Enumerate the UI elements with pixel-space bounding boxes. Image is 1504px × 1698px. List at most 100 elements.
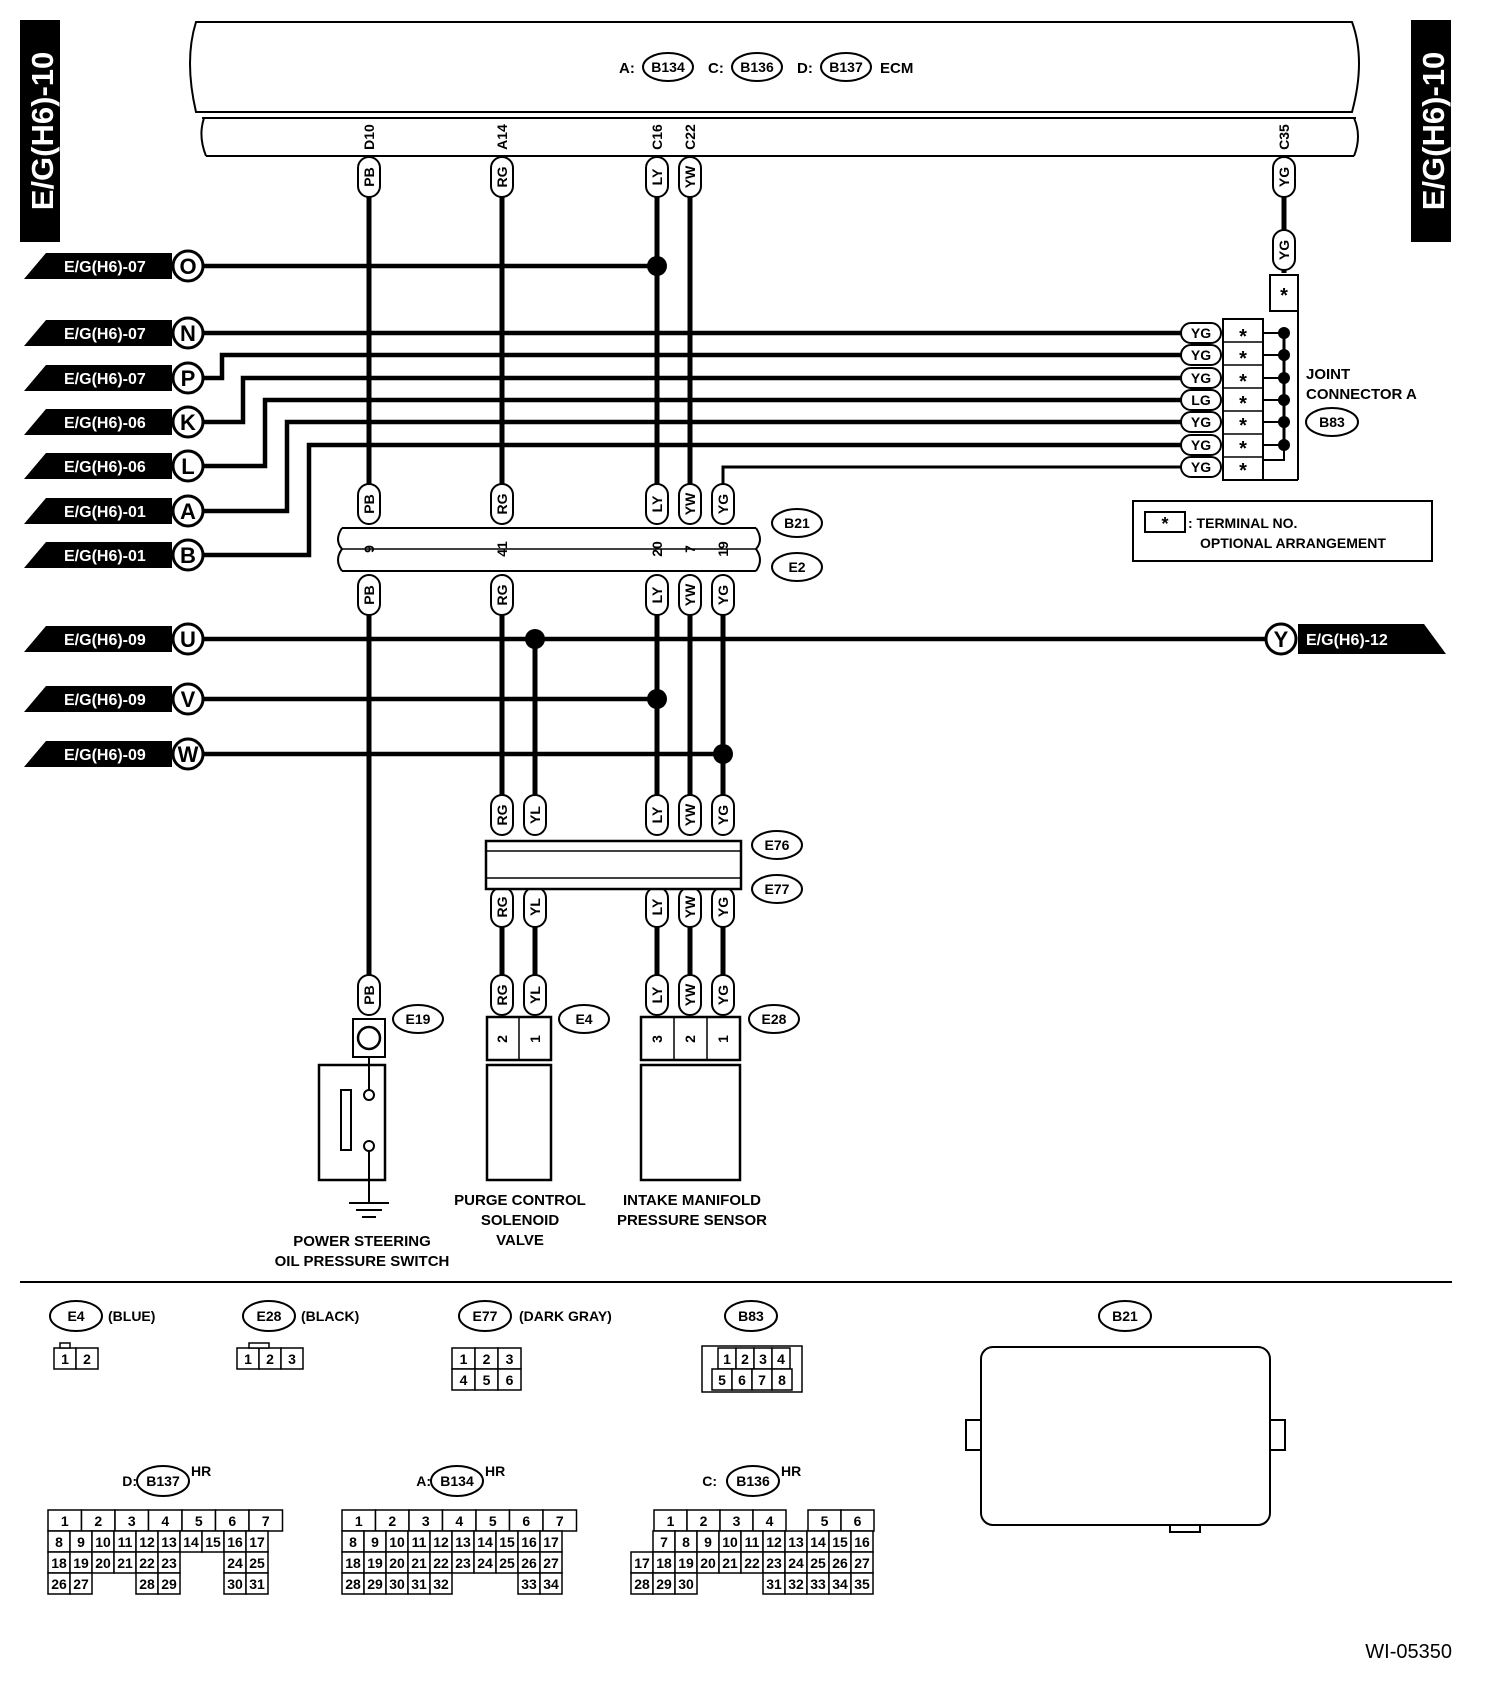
legend-line2: OPTIONAL ARRANGEMENT — [1200, 535, 1386, 551]
e2-lower-tag-2: LY — [645, 574, 669, 616]
cview-b136-rows-pin-20: 20 — [700, 1555, 716, 1571]
cview-b137-rows-pin-13: 13 — [161, 1534, 177, 1550]
cview-b137-rows-pin-23: 23 — [161, 1555, 177, 1571]
e19-wire-tag-label: PB — [361, 985, 377, 1004]
joint-star-3: * — [1239, 393, 1247, 415]
cview-b136-pin-3: 3 — [733, 1513, 741, 1529]
cview-b136-rows-pin-25: 25 — [810, 1555, 826, 1571]
cview-b136-rows-pin-7: 7 — [660, 1534, 668, 1550]
cview-b137-rows-pin-21: 21 — [117, 1555, 133, 1571]
offpage-ref-n: E/G(H6)-07 — [64, 326, 146, 343]
cview-b137-r0-pin-2: 2 — [94, 1513, 102, 1529]
joint-wire-tag-3-label: LG — [1191, 392, 1211, 408]
cview-e28-pin-1: 1 — [244, 1351, 252, 1367]
joint-wire-tag-1-label: YG — [1191, 347, 1211, 363]
horizontal-wires — [203, 263, 1266, 757]
ecm-label: ECM — [880, 60, 913, 77]
cview-b137-rows-pin-15: 15 — [205, 1534, 221, 1550]
ecm-wire-tag-c35-label: YG — [1276, 167, 1292, 187]
ecm-wire-tag-a14-label: RG — [494, 166, 510, 187]
cview-e77-id: E77 — [473, 1308, 498, 1324]
cview-b136-rows-cell-2-10 — [850, 1572, 874, 1595]
cview-b136-rows-pin-15: 15 — [832, 1534, 848, 1550]
cview-b136-rows-pin-18: 18 — [656, 1555, 672, 1571]
offpage-letter-w: W — [178, 742, 199, 767]
cview-b21-id: B21 — [1112, 1308, 1138, 1324]
cview-e28-pin-2: 2 — [266, 1351, 274, 1367]
cview-e4-id: E4 — [67, 1308, 84, 1324]
ps-switch-label-2: OIL PRESSURE SWITCH — [275, 1253, 450, 1270]
cview-b83-top-pin-3: 3 — [759, 1351, 767, 1367]
intake-manifold-pressure-sensor: E28 3 2 1 INTAKE MANIFOLD PRESSURE SENSO… — [617, 1004, 800, 1229]
cview-b136-rows-pin-19: 19 — [678, 1555, 694, 1571]
e2-lower-tag-1-label: RG — [494, 584, 510, 605]
e2-lower-tag-4: YG — [711, 574, 735, 616]
b21-housing — [965, 1346, 1286, 1533]
cview-b137-rows-pin-18: 18 — [51, 1555, 67, 1571]
ecm-wire-tag-c16: LY — [645, 156, 669, 198]
cview-b134-rows-pin-31: 31 — [411, 1576, 427, 1592]
figure-id: WI-05350 — [1365, 1641, 1452, 1663]
joint-wire-tag-0-label: YG — [1191, 325, 1211, 341]
e2-lower-tag-3-label: YW — [682, 583, 698, 606]
cview-e28-color: (BLACK) — [301, 1308, 359, 1324]
e19-wire-tag: PB — [357, 974, 381, 1016]
cview-b137-r0-pin-3: 3 — [128, 1513, 136, 1529]
b21-upper-tag-4: YG — [711, 483, 735, 525]
cview-b136-pin-2: 2 — [700, 1513, 708, 1529]
b21-upper-tag-0-label: PB — [361, 494, 377, 513]
map-pin-3: 3 — [649, 1035, 665, 1043]
e2-lower-tag-4-label: YG — [715, 585, 731, 605]
cview-b83-bot-cell-0-3 — [771, 1368, 793, 1391]
purge-label-3: VALVE — [496, 1232, 544, 1249]
offpage-ref-l: E/G(H6)-06 — [64, 459, 146, 476]
cview-b134-rows-pin-17: 17 — [543, 1534, 559, 1550]
cview-b134-rows-pin-10: 10 — [389, 1534, 405, 1550]
cview-b137-r0-pin-6: 6 — [228, 1513, 236, 1529]
cview-b137-id: B137 — [146, 1473, 180, 1489]
cview-b134-rows-pin-15: 15 — [499, 1534, 515, 1550]
cview-b137-rows-pin-30: 30 — [227, 1576, 243, 1592]
offpage-ref-o: E/G(H6)-07 — [64, 259, 146, 276]
cview-b137-rows-pin-25: 25 — [249, 1555, 265, 1571]
ecm-pin-d10: D10 — [361, 124, 377, 150]
cview-b137-rows-pin-20: 20 — [95, 1555, 111, 1571]
cview-b134-rows-pin-23: 23 — [455, 1555, 471, 1571]
ecm-connector-b136: B136 — [740, 59, 774, 75]
cview-b136-rows-pin-28: 28 — [634, 1576, 650, 1592]
cview-b137-r0-pin-4: 4 — [161, 1513, 169, 1529]
purge-control-solenoid-valve: E4 2 1 PURGE CONTROL SOLENOID VALVE — [454, 1004, 610, 1249]
joint-star-2: * — [1239, 371, 1247, 393]
joint-wire-tag-2: YG — [1180, 367, 1222, 389]
e77-lower-tag-3: YW — [678, 886, 702, 928]
ps-switch-label-1: POWER STEERING — [293, 1233, 431, 1250]
cview-b83-bot-pin-6: 6 — [738, 1372, 746, 1388]
purge-label-2: SOLENOID — [481, 1212, 560, 1229]
cview-b137-rows-cell-2-5 — [157, 1572, 181, 1595]
e77-lower-tag-1-label: YL — [527, 898, 543, 916]
cview-b83-top-pin-4: 4 — [777, 1351, 785, 1367]
b21-upper-tag-1-label: RG — [494, 493, 510, 514]
cview-e28-id: E28 — [257, 1308, 282, 1324]
joint-connector-title-1: JOINT — [1306, 366, 1350, 383]
offpage-letter-y: Y — [1274, 627, 1289, 652]
cview-e28-pin-3: 3 — [288, 1351, 296, 1367]
cview-b136-rows-pin-30: 30 — [678, 1576, 694, 1592]
e76-upper-tag-4: YG — [711, 794, 735, 836]
offpage-ref-v: E/G(H6)-09 — [64, 692, 146, 709]
cview-e4-cell-0-1 — [75, 1347, 99, 1370]
page-ref-right: E/G(H6)-10 — [1411, 20, 1451, 242]
cview-b134-r0-pin-6: 6 — [522, 1513, 530, 1529]
cview-b134-r0-pin-5: 5 — [489, 1513, 497, 1529]
cview-b136-pin-1: 1 — [667, 1513, 675, 1529]
cview-b137-rows-pin-22: 22 — [139, 1555, 155, 1571]
joint-wire-tag-0: YG — [1180, 322, 1222, 344]
map-label-2: PRESSURE SENSOR — [617, 1212, 767, 1229]
